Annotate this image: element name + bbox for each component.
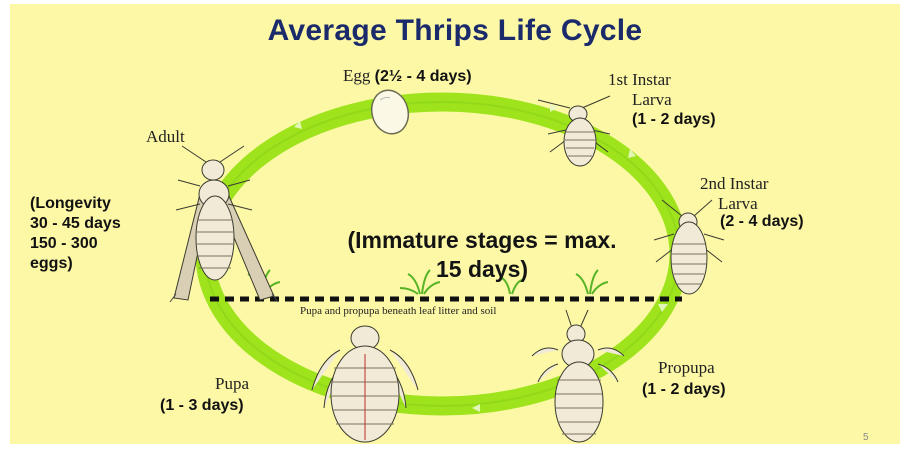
- second-instar-duration: (2 - 4 days): [720, 212, 804, 232]
- soil-note: Pupa and propupa beneath leaf litter and…: [300, 305, 496, 317]
- pupa-name: Pupa: [215, 374, 249, 394]
- first-instar-line-2: Larva: [608, 90, 672, 110]
- propupa-duration: (1 - 2 days): [642, 380, 726, 400]
- second-instar-line-1: 2nd Instar: [700, 174, 768, 194]
- immature-note-line-2: 15 days): [272, 255, 692, 284]
- adult-info-line-3: 150 - 300: [30, 234, 121, 254]
- adult-name: Adult: [146, 127, 185, 147]
- page-title: Average Thrips Life Cycle: [10, 14, 900, 48]
- adult-info-line-1: (Longevity: [30, 194, 121, 214]
- immature-stages-note: (Immature stages = max. 15 days): [272, 226, 692, 284]
- propupa-name: Propupa: [658, 358, 715, 378]
- adult-info: (Longevity 30 - 45 days 150 - 300 eggs): [30, 194, 121, 274]
- adult-info-line-4: eggs): [30, 254, 121, 274]
- egg-label: Egg (2½ - 4 days): [343, 66, 472, 87]
- egg-name: Egg: [343, 66, 370, 85]
- slide: Average Thrips Life Cycle Egg (2½ - 4 da…: [10, 4, 900, 444]
- second-instar-name: 2nd Instar Larva: [700, 174, 768, 214]
- immature-note-line-1: (Immature stages = max.: [272, 226, 692, 255]
- egg-icon: [367, 86, 413, 138]
- egg-duration: (2½ - 4 days): [375, 68, 472, 85]
- adult-thrips-icon: [170, 146, 278, 302]
- propupa-icon: [532, 310, 624, 442]
- first-instar-line-1: 1st Instar: [608, 70, 672, 90]
- second-instar-line-2: Larva: [700, 194, 768, 214]
- first-instar-duration: (1 - 2 days): [632, 110, 716, 130]
- adult-info-line-2: 30 - 45 days: [30, 214, 121, 234]
- pupa-duration: (1 - 3 days): [160, 396, 244, 416]
- page-number: 5: [863, 432, 869, 443]
- first-instar-name: 1st Instar Larva: [608, 70, 672, 110]
